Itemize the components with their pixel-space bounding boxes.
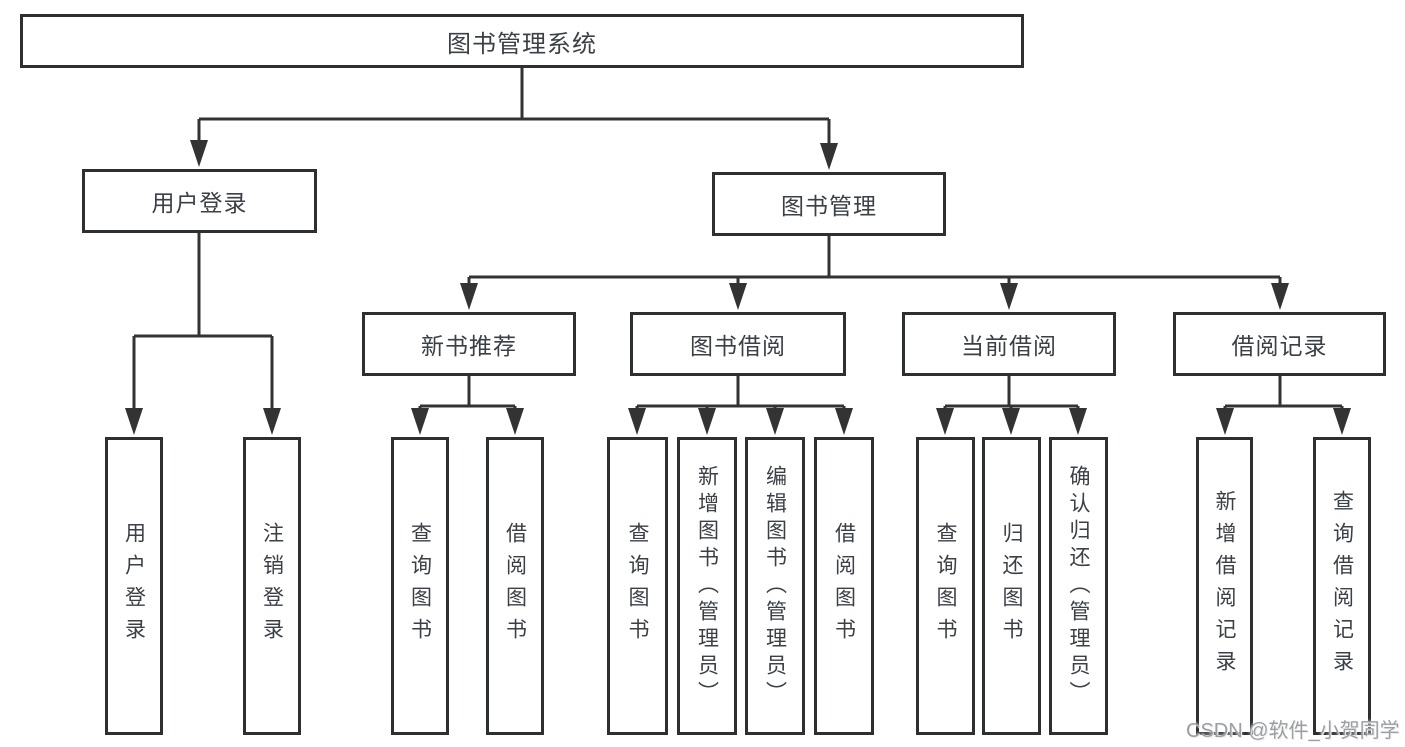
leaf-label: 用户登录 — [122, 522, 146, 650]
leaf-label: 编辑图书（管理员） — [763, 464, 787, 708]
leaf-user-login: 用户登录 — [105, 437, 163, 735]
node-book-management: 图书管理 — [712, 172, 946, 236]
leaf-query-borrow-record: 查询借阅记录 — [1313, 437, 1371, 735]
node-user-login: 用户登录 — [82, 169, 317, 233]
node-library-management-system: 图书管理系统 — [20, 14, 1024, 68]
node-book-borrowing: 图书借阅 — [630, 312, 846, 376]
leaf-edit-book-admin: 编辑图书（管理员） — [745, 437, 805, 735]
leaf-return-books: 归还图书 — [982, 437, 1041, 735]
leaf-label: 新增图书（管理员） — [695, 464, 719, 708]
leaf-label: 归还图书 — [1000, 522, 1023, 650]
arrowheads — [125, 140, 1351, 435]
leaf-label: 新增借阅记录 — [1213, 490, 1236, 682]
node-label: 当前借阅 — [961, 333, 1057, 359]
leaf-query-books: 查询图书 — [916, 437, 975, 735]
leaf-logout: 注销登录 — [243, 437, 301, 735]
node-label: 新书推荐 — [421, 333, 517, 359]
node-label: 图书管理 — [781, 193, 877, 219]
leaf-label: 查询图书 — [626, 522, 649, 650]
csdn-watermark: CSDN @软件_小贺同学 — [1186, 720, 1400, 742]
leaf-query-books: 查询图书 — [391, 437, 449, 735]
leaf-label: 借阅图书 — [832, 522, 856, 650]
node-label: 图书管理系统 — [447, 30, 597, 58]
leaf-query-books: 查询图书 — [607, 437, 668, 735]
leaf-label: 借阅图书 — [503, 522, 527, 650]
leaf-borrow-books: 借阅图书 — [814, 437, 874, 735]
leaf-label: 查询借阅记录 — [1330, 490, 1354, 682]
leaf-label: 查询图书 — [934, 522, 957, 650]
leaf-add-book-admin: 新增图书（管理员） — [677, 437, 737, 735]
node-current-borrowing: 当前借阅 — [902, 312, 1116, 376]
node-new-book-recommendation: 新书推荐 — [362, 312, 576, 376]
node-label: 用户登录 — [151, 190, 248, 216]
node-label: 图书借阅 — [690, 333, 786, 359]
node-label: 借阅记录 — [1231, 333, 1328, 359]
leaf-borrow-books: 借阅图书 — [486, 437, 544, 735]
leaf-label: 注销登录 — [260, 522, 284, 650]
leaf-label: 查询图书 — [408, 522, 432, 650]
leaf-add-borrow-record: 新增借阅记录 — [1196, 437, 1253, 735]
leaf-label: 确认归还（管理员） — [1067, 464, 1090, 708]
leaf-confirm-return-admin: 确认归还（管理员） — [1049, 437, 1108, 735]
node-borrowing-records: 借阅记录 — [1173, 312, 1386, 376]
